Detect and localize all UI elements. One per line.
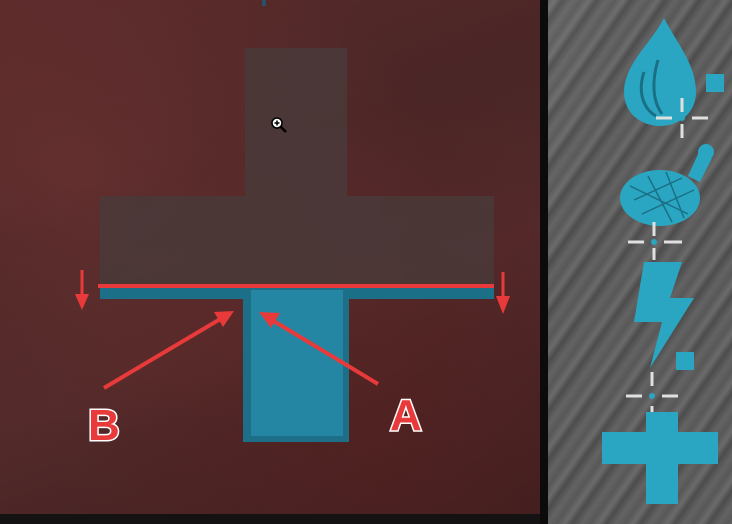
- blue-t-shape[interactable]: [100, 286, 494, 442]
- canvas-drawing: [75, 0, 510, 442]
- lightning-icon[interactable]: [626, 262, 694, 420]
- ghost-cross-shape: [100, 48, 494, 286]
- down-arrow-right: [496, 272, 510, 314]
- water-drop-icon[interactable]: [624, 18, 724, 138]
- down-arrow-left: [75, 270, 89, 310]
- icon-sidebar: [548, 0, 732, 524]
- top-marker: [262, 0, 266, 6]
- canvas-panel[interactable]: B A: [0, 0, 546, 514]
- net-bag-icon[interactable]: [620, 144, 714, 260]
- zoom-in-cursor-icon: [270, 116, 288, 134]
- callout-label-b: B: [87, 401, 122, 450]
- panel-divider: [540, 0, 548, 524]
- sidebar-icons: [602, 18, 724, 504]
- callout-arrow-b: [102, 311, 234, 390]
- callout-label-a: A: [389, 391, 424, 440]
- plus-cross-icon[interactable]: [602, 412, 718, 504]
- callout-arrow-a: [259, 312, 380, 386]
